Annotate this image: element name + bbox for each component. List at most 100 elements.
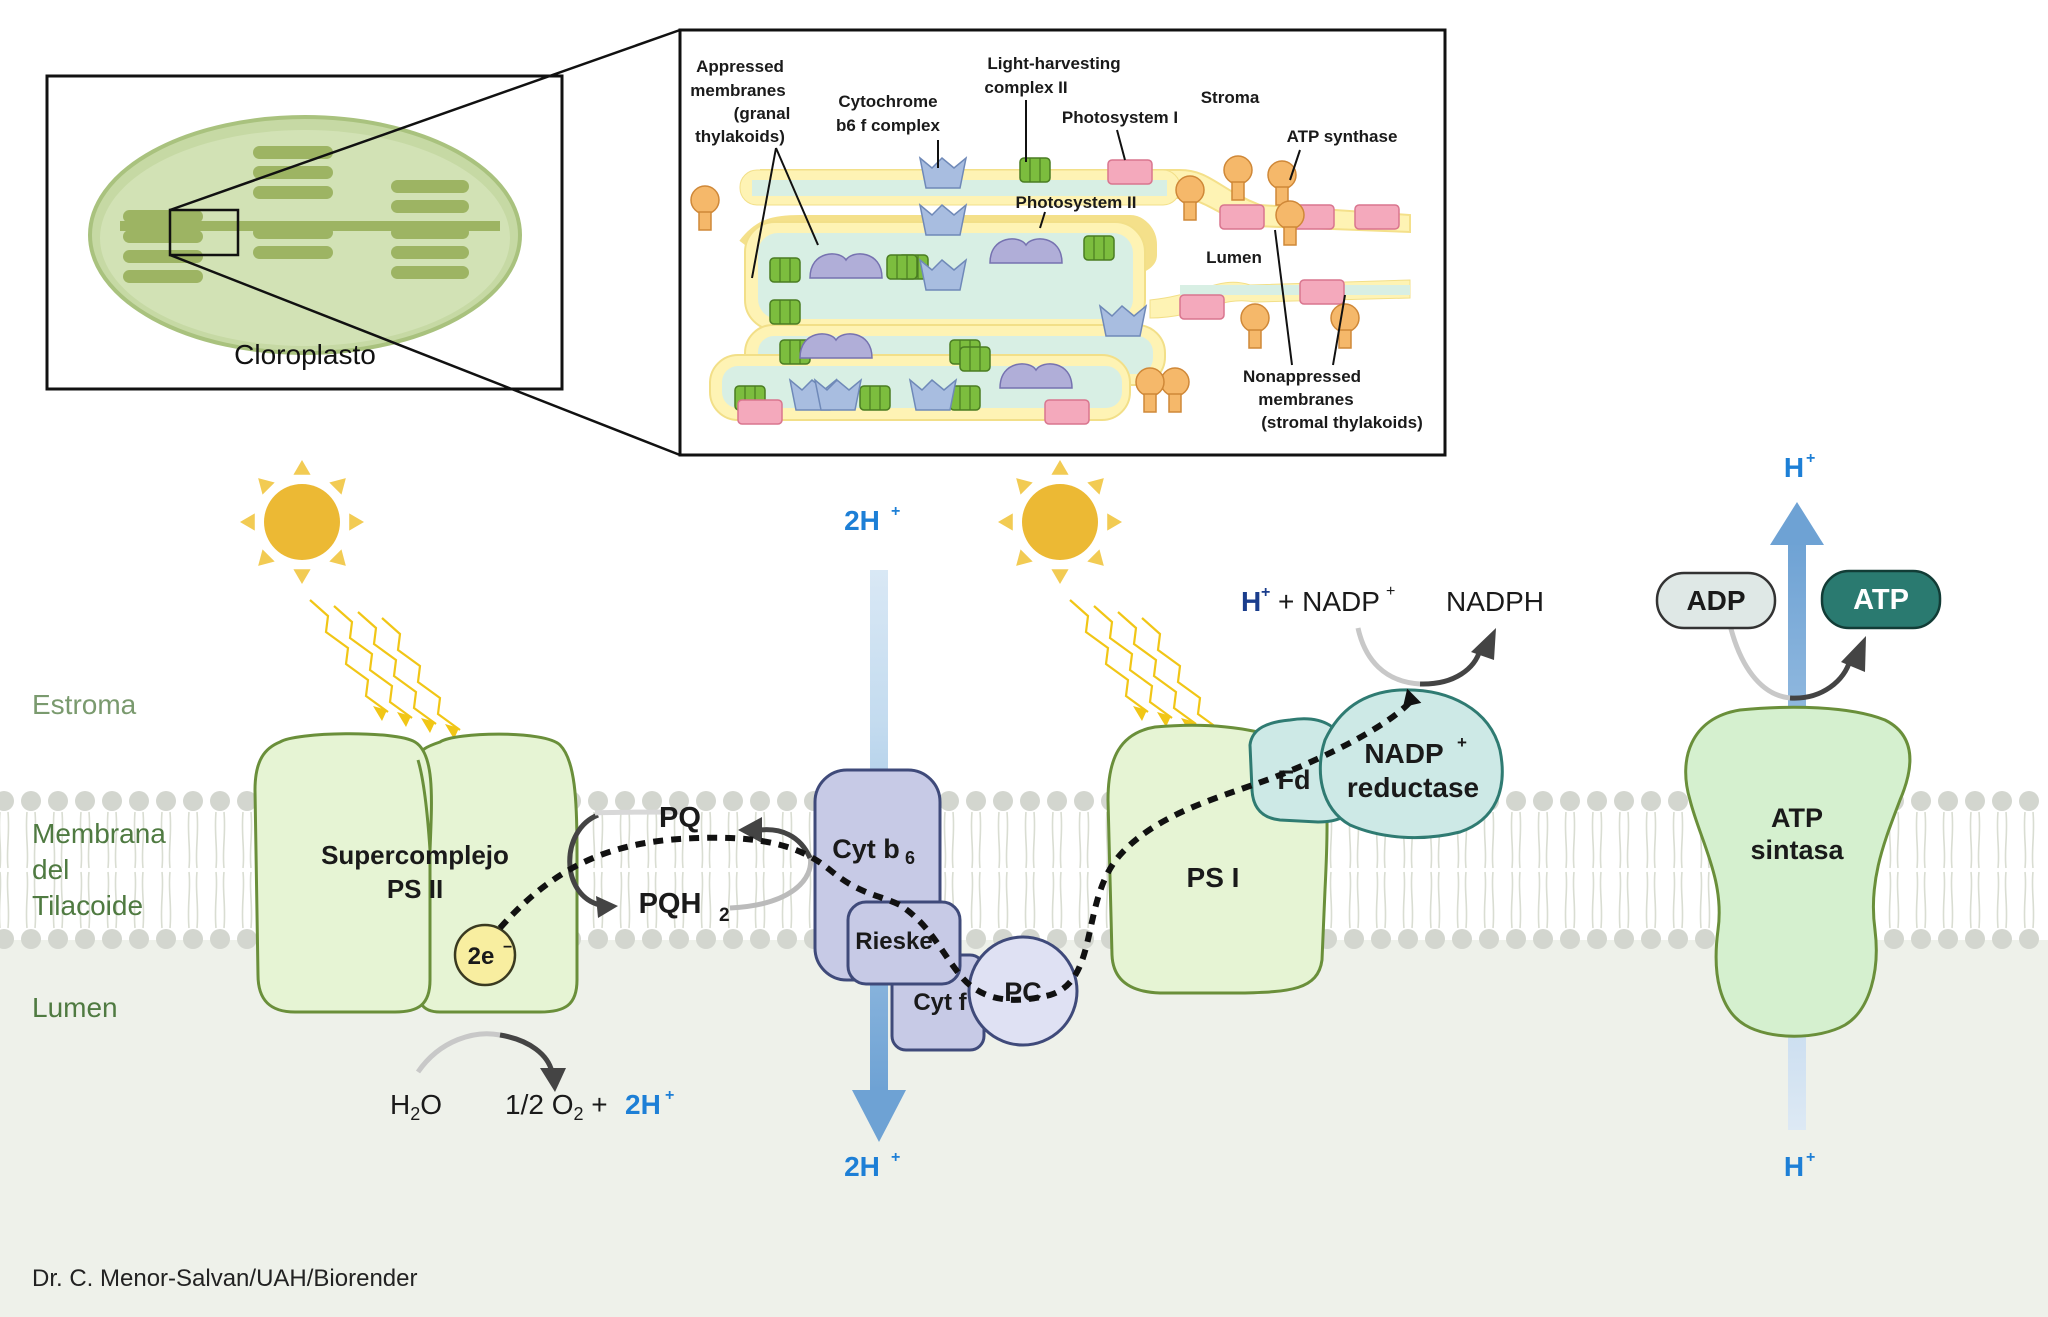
sun-ray [1016,549,1033,566]
nonappressed-label-3: (stromal thylakoids) [1261,413,1423,432]
pc-label: PC [1004,977,1042,1007]
lipid [1668,791,1688,949]
proton-sup: + [1806,450,1815,467]
sun-ray [1016,478,1033,495]
electron-charge: − [503,939,512,956]
arrowhead [1157,712,1171,727]
arrowhead [596,896,618,918]
lipid [75,791,95,949]
lipid [1614,791,1634,949]
sun-icon [998,460,1122,584]
zoom-line [169,28,681,212]
lipid [1587,791,1607,949]
water-curve-arrow [499,1032,555,1073]
lhc-protein [769,299,801,325]
ps2-label: Supercomplejo [321,840,509,870]
atp-curve-fade [1727,624,1791,701]
lipid [1965,791,1985,949]
arrowhead [540,1068,566,1092]
lipid [669,791,689,949]
adp-label: ADP [1686,585,1745,616]
lumen-region-label: Lumen [32,992,118,1023]
atp-curve-arrow [1789,659,1853,701]
stroma-lamella [120,221,500,231]
lipid [1641,791,1661,949]
ps2-protein [999,363,1073,389]
lipid [237,791,257,949]
arrowhead [1841,636,1866,672]
nadp-reductase-label: NADP [1364,738,1443,769]
sun-ray [329,549,346,566]
lhc-label-2: complex II [984,78,1067,97]
atp-synthase-label-line2: sintasa [1750,835,1844,865]
proton-sup: + [1806,1149,1815,1166]
lipid [48,791,68,949]
lhc-protein [769,257,801,283]
stroma-region-label: Estroma [32,689,137,720]
atp-synthase-protein [1160,367,1190,413]
proton-arrow-down [852,1090,906,1142]
light-ray [309,599,389,713]
lipid [1074,791,1094,949]
arrowhead [373,706,387,721]
arrowhead [1402,688,1422,708]
arrowhead [1133,706,1147,721]
sun-ray [998,513,1013,531]
lipid [615,791,635,949]
pqh2-subscript: 2 [719,905,730,926]
ps1-protein [1179,294,1225,320]
atp-synthase-protein [1223,155,1253,201]
sun-ray [293,569,311,584]
nadph-label: NADPH [1446,586,1544,617]
nonappressed-label-2: membranes [1258,390,1353,409]
sun-ray [1051,460,1069,475]
ps1-protein [737,399,783,425]
zoom-line [169,253,681,457]
nadp-reductase-label-line2: reductase [1347,772,1479,803]
lipid [102,791,122,949]
ps2-supercomplex [253,732,579,1014]
sun-disc [264,484,340,560]
light-ray [381,617,461,731]
appressed-label-2: membranes [690,81,785,100]
water-proton-label: 2H [625,1089,661,1120]
thylakoid-disc [253,186,333,199]
pqh2-label: PQH [639,888,702,920]
sun-ray [1087,549,1104,566]
membrane-region-label-line2: del [32,854,69,885]
nadp-plus-sup2: + [1386,583,1395,600]
thylakoid-disc [123,210,203,223]
lipid [1992,791,2012,949]
proton-sup: + [891,503,900,520]
cytochrome-label: Cytochrome [838,92,937,111]
ps1-label: PS I [1187,862,1240,893]
thylakoid-disc [253,246,333,259]
lumen-inset-label: Lumen [1206,248,1262,267]
electron-transport-path [497,697,1415,1003]
sun-disc [1022,484,1098,560]
lipid [750,791,770,949]
proton-sup: + [891,1149,900,1166]
proton-sup: + [665,1087,674,1104]
thylakoid-disc [123,250,203,263]
sun-ray [240,513,255,531]
light-ray [1093,605,1173,719]
thylakoid-disc [253,146,333,159]
sun-ray [293,460,311,475]
nadp-proton: H [1241,586,1261,617]
ps1-protein [1354,204,1400,230]
lipid [777,791,797,949]
arrowhead [421,718,435,733]
lipid [1020,791,1040,949]
cytb6f-protein [918,258,968,291]
thylakoid-proteins [690,155,1400,425]
sun-ray [1051,569,1069,584]
atp-synthase-protein [1275,200,1305,246]
lhc-protein [1083,235,1115,261]
atp-synthase [1684,705,1912,1038]
sun-ray [329,478,346,495]
light-ray [1069,599,1149,713]
sun-icon [240,460,364,584]
